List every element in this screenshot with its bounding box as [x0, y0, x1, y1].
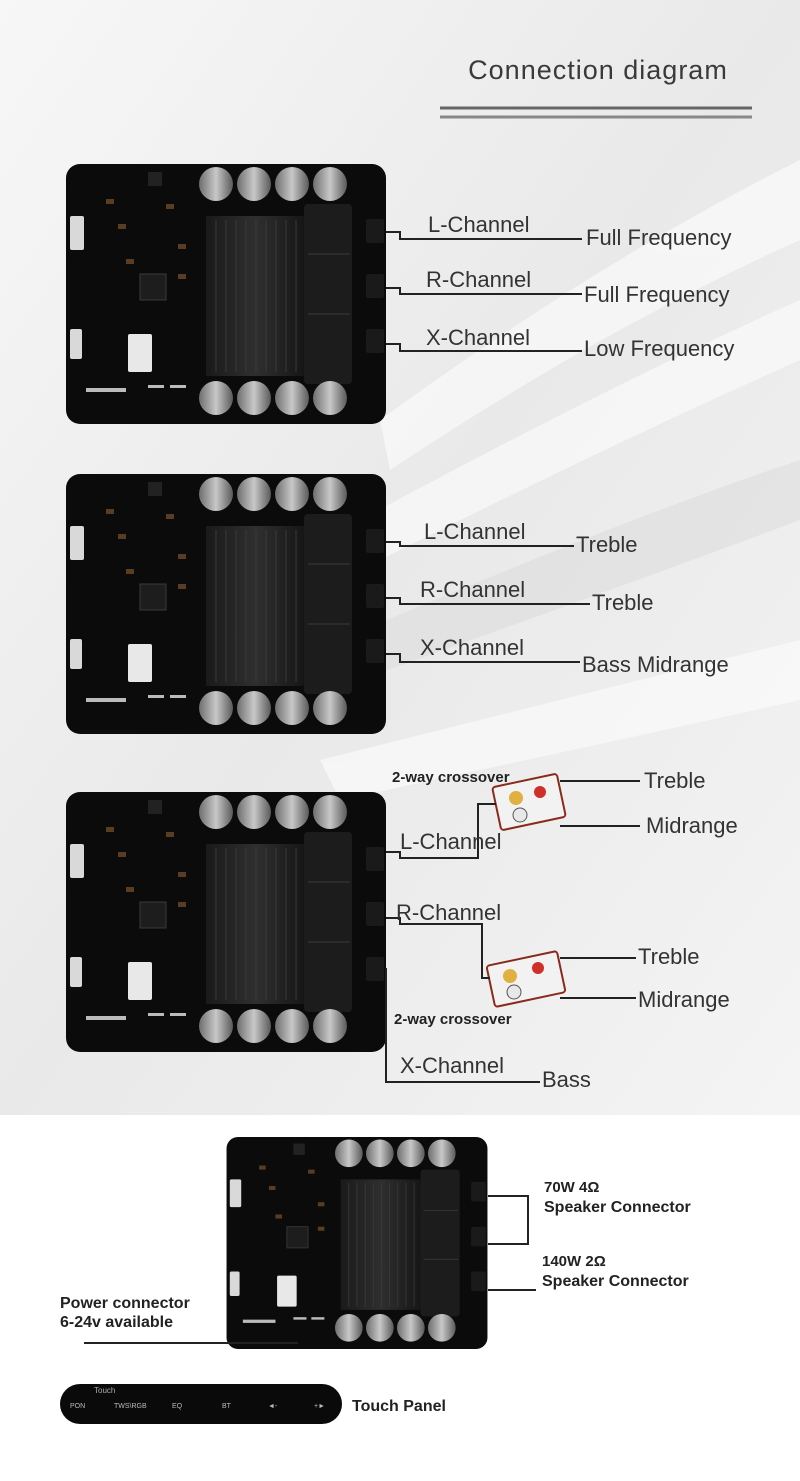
panel-button-bt: BT — [222, 1403, 232, 1410]
crossover-left — [491, 773, 567, 831]
output-label: Treble — [644, 768, 706, 793]
channel-label: X-Channel — [420, 635, 524, 660]
panel-button-power: PON — [70, 1403, 85, 1410]
amplifier-board — [226, 1137, 488, 1349]
crossover-label: 2-way crossover — [394, 1011, 512, 1028]
output-label: Bass — [542, 1067, 591, 1092]
touch-panel-title: Touch — [94, 1386, 115, 1395]
amplifier-board — [66, 474, 386, 734]
touch-panel-label: Touch Panel — [352, 1398, 446, 1415]
section-3-lines — [385, 780, 640, 1083]
speaker-140w-connector: Speaker Connector — [542, 1273, 689, 1290]
output-label: Bass Midrange — [582, 652, 729, 677]
output-label: Low Frequency — [584, 336, 734, 361]
panel-button-tws-rgb: TWS\RGB — [114, 1403, 147, 1410]
background-sweep — [320, 160, 800, 800]
channel-label: X-Channel — [400, 1053, 504, 1078]
crossover-right — [485, 950, 567, 1008]
panel-button-vol-down: ◄- — [268, 1403, 278, 1410]
channel-label: R-Channel — [420, 577, 525, 602]
channel-label: L-Channel — [424, 519, 526, 544]
section-1: L-Channel Full Frequency R-Channel Full … — [66, 164, 734, 424]
crossover-label: 2-way crossover — [392, 769, 510, 786]
section-4: 70W 4Ω Speaker Connector 140W 2Ω Speaker… — [60, 1137, 691, 1424]
page-title: Connection diagram — [468, 55, 728, 85]
section-1-lines — [386, 231, 582, 352]
section-2-lines — [386, 541, 590, 663]
channel-label: L-Channel — [400, 829, 502, 854]
power-voltage-label: 6-24v available — [60, 1314, 173, 1331]
speaker-140w-rating: 140W 2Ω — [542, 1253, 606, 1270]
output-label: Midrange — [646, 813, 738, 838]
touch-panel: Touch PON TWS\RGB EQ BT ◄- +► — [60, 1384, 342, 1424]
channel-label: R-Channel — [396, 900, 501, 925]
speaker-70w-connector: Speaker Connector — [544, 1199, 691, 1216]
amplifier-board — [66, 792, 386, 1052]
section-4-lines — [84, 1195, 536, 1344]
section-3: 2-way crossover Treble Midrange L-Channe… — [66, 768, 738, 1092]
output-label: Treble — [638, 944, 700, 969]
output-label: Midrange — [638, 987, 730, 1012]
output-label: Treble — [592, 590, 654, 615]
panel-button-vol-up: +► — [314, 1403, 325, 1410]
amplifier-board — [66, 164, 386, 424]
output-label: Treble — [576, 532, 638, 557]
channel-label: X-Channel — [426, 325, 530, 350]
output-label: Full Frequency — [586, 225, 732, 250]
channel-label: R-Channel — [426, 267, 531, 292]
channel-label: L-Channel — [428, 212, 530, 237]
speaker-70w-rating: 70W 4Ω — [544, 1179, 599, 1196]
output-label: Full Frequency — [584, 282, 730, 307]
power-connector-label: Power connector — [60, 1295, 190, 1312]
section-2: L-Channel Treble R-Channel Treble X-Chan… — [66, 474, 729, 734]
panel-button-eq: EQ — [172, 1403, 183, 1410]
